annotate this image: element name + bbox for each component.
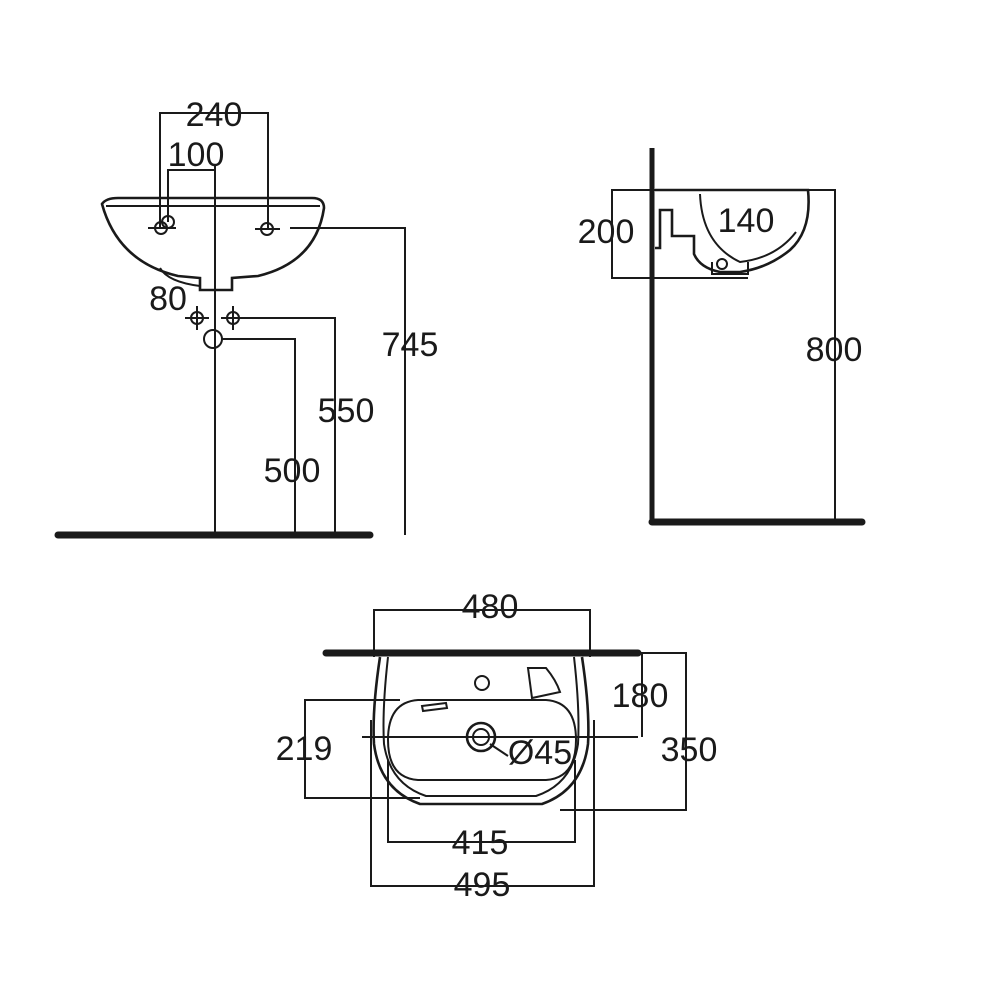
plan-dim-219: 219 xyxy=(276,730,333,768)
plan-dim-415: 415 xyxy=(452,824,509,862)
front-waste-outlet xyxy=(203,329,223,349)
front-dim-80: 80 xyxy=(149,280,187,318)
front-fixing-hole-left xyxy=(148,215,176,235)
plan-dim-480: 480 xyxy=(462,588,519,626)
plan-dim-495: 495 xyxy=(454,866,511,904)
plan-soap-ledge xyxy=(526,667,562,700)
front-dim-100-line xyxy=(167,169,215,222)
plan-dim-180: 180 xyxy=(612,677,669,715)
side-basin-profile xyxy=(655,188,810,274)
plan-dim-415-line xyxy=(387,760,576,843)
front-view: 240 100 80 745 550 500 xyxy=(54,96,439,539)
front-dim-550: 550 xyxy=(318,392,375,430)
plan-bowl xyxy=(386,699,578,781)
plan-dim-219-line xyxy=(304,699,420,799)
plan-dim-350-line xyxy=(560,652,687,811)
side-dim-800: 800 xyxy=(806,331,863,369)
side-view: 200 140 800 xyxy=(578,148,866,526)
plan-view: 480 180 219 Ø45 350 415 495 xyxy=(276,588,718,904)
plan-dim-350: 350 xyxy=(661,731,718,769)
plan-basin-outline xyxy=(372,656,590,806)
plan-basin-inner-rim xyxy=(382,656,580,797)
front-dim-745-line xyxy=(290,227,406,535)
plan-dim-480-line xyxy=(373,609,591,657)
front-basin-outline xyxy=(100,196,326,292)
front-dim-500-line xyxy=(222,338,296,535)
front-dim-240: 240 xyxy=(186,96,243,134)
plan-overflow xyxy=(420,701,449,713)
front-pedestal-stub xyxy=(159,267,201,287)
front-supply-left xyxy=(185,306,209,330)
side-basin-trap xyxy=(711,262,749,275)
front-dim-240-line xyxy=(159,112,269,229)
side-dim-200: 200 xyxy=(578,213,635,251)
side-dim-800-line xyxy=(808,189,836,522)
front-dim-100: 100 xyxy=(168,136,225,174)
front-dim-500: 500 xyxy=(264,452,321,490)
side-waste-outlet xyxy=(716,258,728,270)
side-dim-140: 140 xyxy=(718,202,775,240)
plan-waste-leader xyxy=(489,743,509,757)
plan-dim-495-line xyxy=(370,720,595,887)
side-dim-200-line xyxy=(611,189,748,279)
plan-tap-hole xyxy=(474,675,490,691)
front-dim-745: 745 xyxy=(382,326,439,364)
plan-dim-waste-diameter: Ø45 xyxy=(508,734,572,772)
front-dim-550-line xyxy=(240,317,336,535)
side-basin-bowl xyxy=(699,193,797,264)
